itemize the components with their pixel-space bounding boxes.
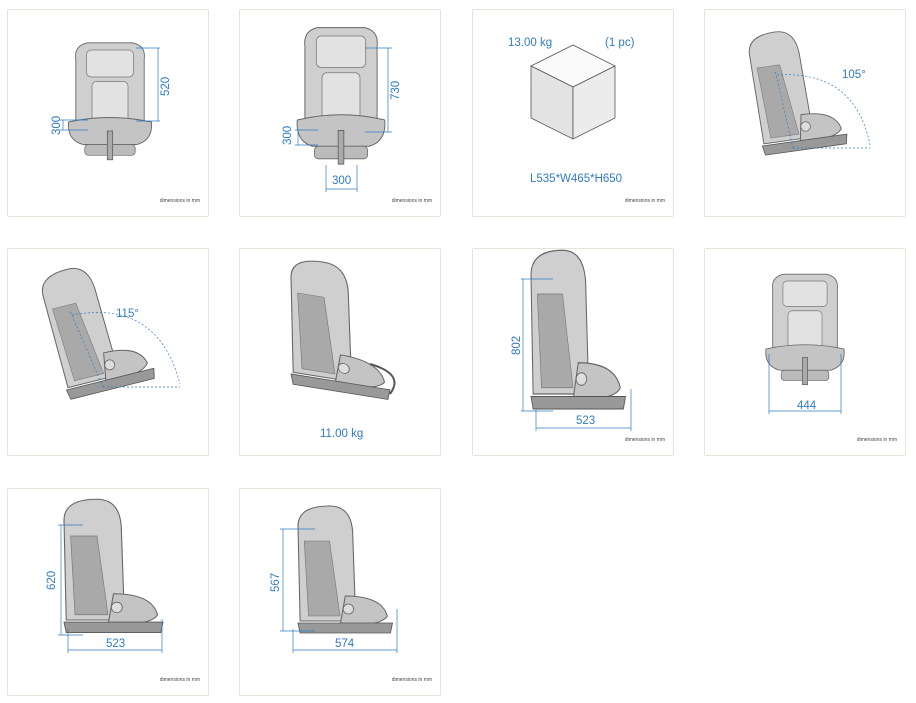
seat-height-dimension-label: 300 [282, 125, 294, 145]
product-image-side-dimensions-alt[interactable]: 567 574 dimensions in mm [239, 488, 441, 696]
car-seat-recline-drawing [746, 23, 871, 156]
dimensions-note: dimensions in mm [159, 198, 200, 204]
product-image-front-extended-dimensions[interactable]: 730 300 300 dimensions in mm [239, 9, 441, 217]
car-seat-side-drawing [521, 249, 632, 431]
product-image-side-extended-dimensions[interactable]: 802 523 dimensions in mm [472, 248, 674, 456]
package-box-icon [530, 44, 616, 140]
depth-dimension-label: 523 [576, 415, 596, 427]
product-weight-label: 11.00 kg [320, 428, 364, 440]
car-seat-side-drawing [280, 505, 398, 653]
car-seat-front-drawing [60, 42, 160, 161]
dimensions-note: dimensions in mm [159, 677, 200, 683]
product-image-recline-105[interactable]: 105° [704, 9, 906, 217]
recline-angle-label: 115° [116, 308, 139, 320]
package-quantity-label: (1 pc) [605, 37, 635, 49]
car-seat-side-drawing [58, 498, 164, 653]
car-seat-front-extended-drawing [295, 27, 392, 192]
height-dimension-label: 567 [270, 572, 282, 592]
car-seat-front-drawing [765, 273, 845, 414]
package-size-label: L535*W465*H650 [530, 173, 623, 185]
product-image-front-dimensions[interactable]: 520 300 dimensions in mm [7, 9, 209, 217]
product-image-perspective[interactable]: 11.00 kg [239, 248, 441, 456]
height-dimension-label: 802 [511, 335, 523, 355]
width-dimension-label: 444 [797, 400, 817, 412]
height-dimension-label: 620 [46, 570, 58, 590]
product-image-package[interactable]: 13.00 kg (1 pc) L535*W465*H650 dimension… [472, 9, 674, 217]
seat-height-dimension-label: 300 [51, 115, 63, 135]
depth-dimension-label: 574 [335, 638, 355, 650]
package-weight-label: 13.00 kg [508, 37, 553, 49]
dimensions-note: dimensions in mm [856, 437, 897, 443]
car-seat-perspective-drawing [290, 256, 396, 401]
product-image-recline-115[interactable]: 115° [7, 248, 209, 456]
recline-angle-label: 105° [842, 69, 866, 81]
width-dimension-label: 300 [332, 175, 352, 187]
height-dimension-label: 520 [160, 76, 172, 96]
product-image-side-dimensions[interactable]: 620 523 dimensions in mm [7, 488, 209, 696]
dimensions-note: dimensions in mm [624, 437, 665, 443]
product-image-front-width[interactable]: 444 dimensions in mm [704, 248, 906, 456]
depth-dimension-label: 523 [106, 638, 126, 650]
dimensions-note: dimensions in mm [391, 677, 432, 683]
dimensions-note: dimensions in mm [624, 198, 665, 204]
height-dimension-label: 730 [390, 80, 402, 100]
dimensions-note: dimensions in mm [391, 198, 432, 204]
car-seat-recline-drawing [37, 254, 181, 401]
